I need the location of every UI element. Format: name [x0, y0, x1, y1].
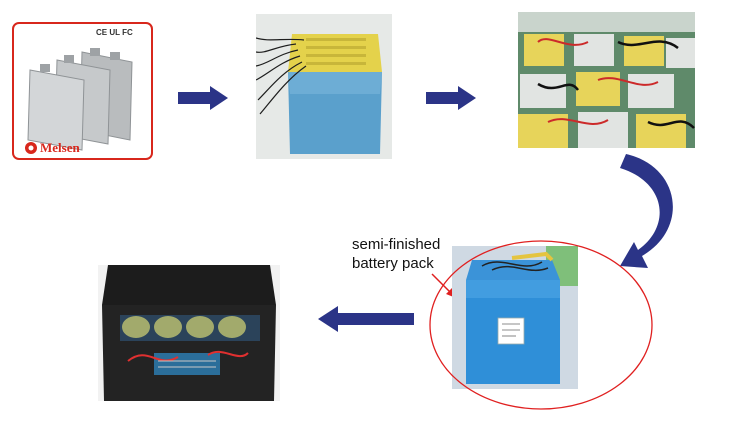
assembly-line-photo	[518, 12, 695, 148]
curved-arrow-icon	[620, 154, 673, 268]
highlight-ellipse	[429, 240, 653, 410]
finished-pack-photo	[98, 265, 280, 401]
annotation-line-2: battery pack	[352, 255, 434, 272]
arrow-right-icon	[426, 86, 476, 110]
cell-stack-photo	[256, 14, 392, 159]
annotation-line-1: semi-finished	[352, 236, 441, 253]
certification-marks: CE UL FC	[96, 28, 133, 37]
semi-finished-pack-photo	[452, 246, 578, 389]
arrow-right-icon	[178, 86, 228, 110]
arrow-left-icon	[318, 306, 414, 332]
pouch-cells-photo: Melsen CE UL FC	[12, 22, 153, 160]
brand-logo-text: Melsen	[40, 140, 80, 155]
